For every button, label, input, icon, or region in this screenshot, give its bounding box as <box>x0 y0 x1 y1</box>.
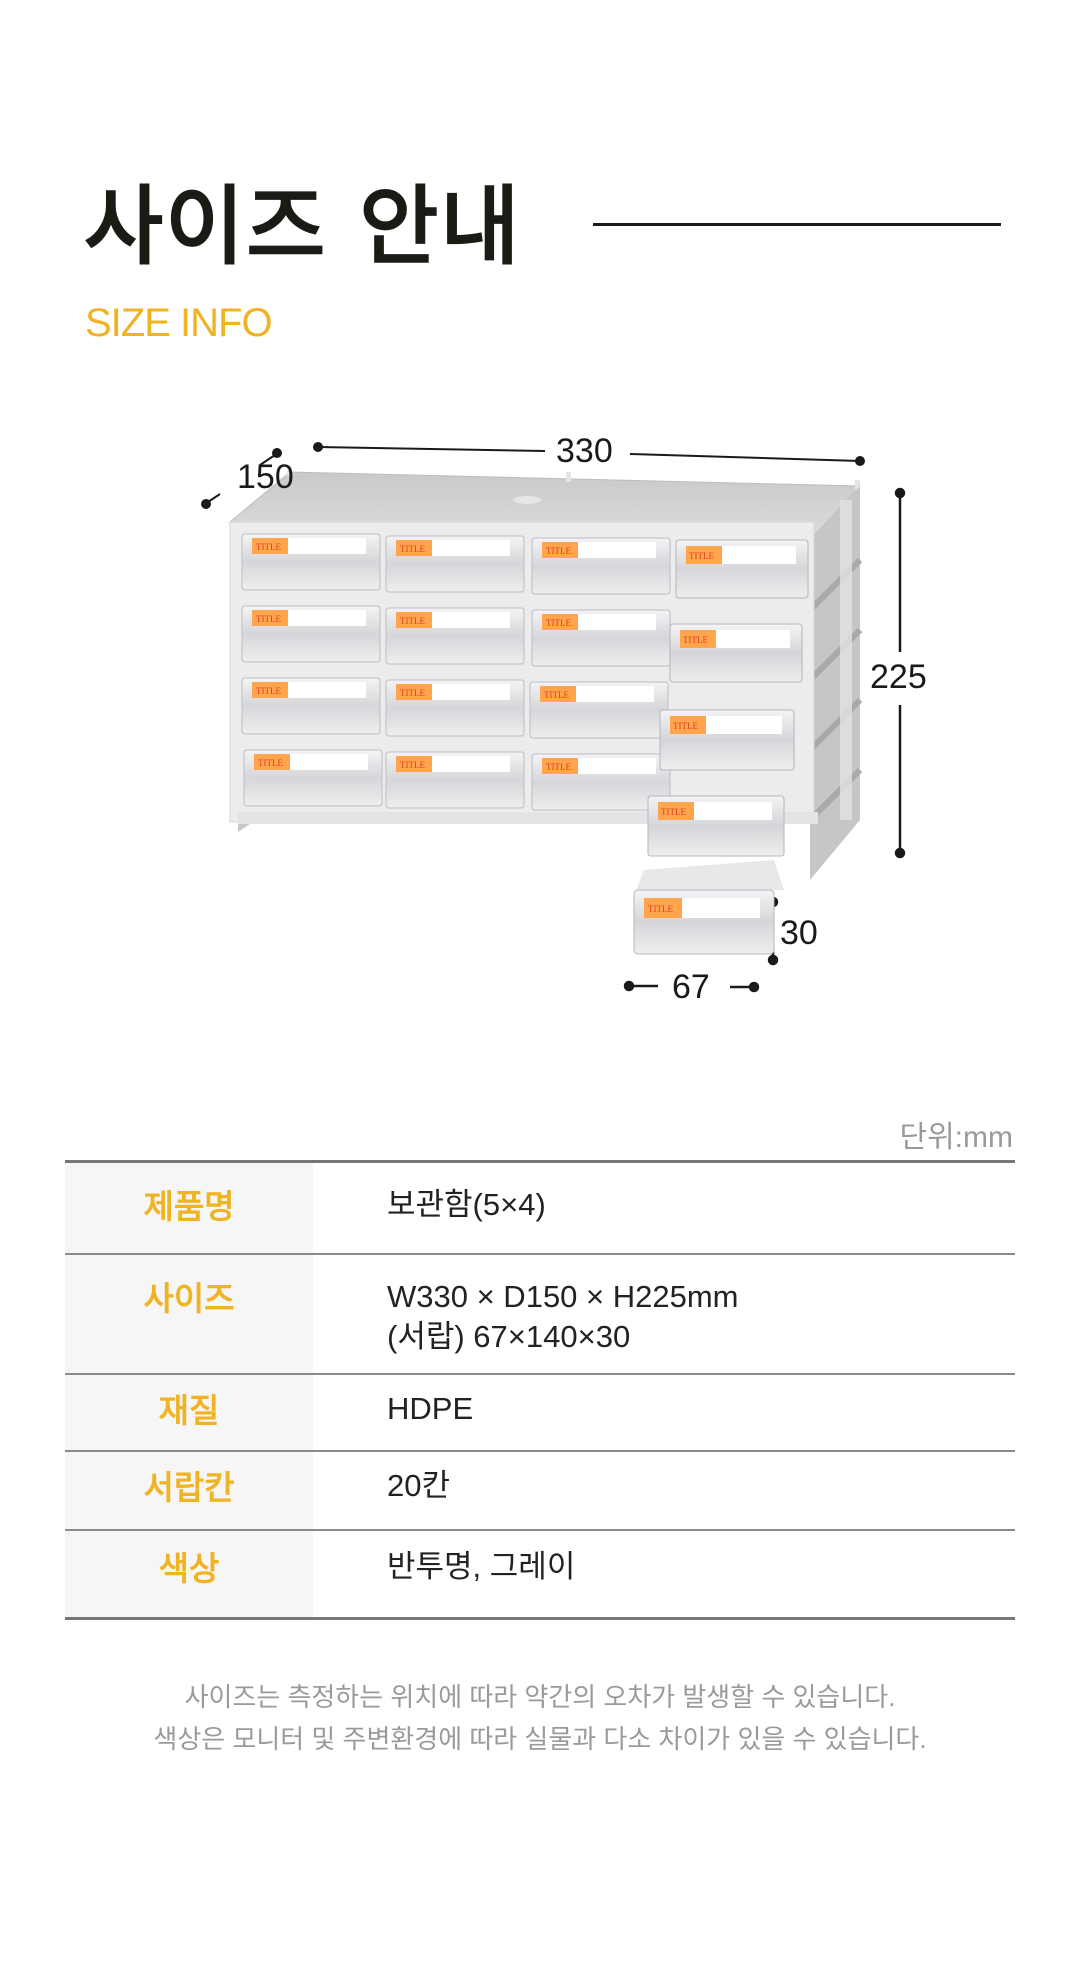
spec-label: 서랍칸 <box>65 1452 313 1529</box>
spec-label: 제품명 <box>65 1163 313 1253</box>
svg-text:TITLE: TITLE <box>400 688 425 698</box>
spec-table: 제품명 보관함(5×4) 사이즈 W330 × D150 × H225mm (서… <box>65 1160 1015 1620</box>
spec-value-line: 20칸 <box>387 1468 451 1503</box>
page-title: 사이즈 안내 <box>84 177 522 277</box>
svg-text:TITLE: TITLE <box>648 904 673 914</box>
pulled-drawers: TITLE TITLE TITLE TITLE TITLE <box>633 539 809 955</box>
svg-text:TITLE: TITLE <box>400 544 425 554</box>
spec-value-line: 반투명, 그레이 <box>387 1549 576 1584</box>
spec-row-drawer-count: 서랍칸 20칸 <box>65 1450 1015 1529</box>
depth-label: 150 <box>237 458 294 496</box>
svg-text:TITLE: TITLE <box>544 690 569 700</box>
spec-row-size: 사이즈 W330 × D150 × H225mm (서랍) 67×140×30 <box>65 1253 1015 1373</box>
svg-text:TITLE: TITLE <box>673 721 698 731</box>
svg-text:TITLE: TITLE <box>683 635 708 645</box>
title-divider <box>593 223 1001 226</box>
svg-text:TITLE: TITLE <box>258 758 283 768</box>
drawer-height-label: 30 <box>780 914 818 952</box>
svg-text:TITLE: TITLE <box>661 807 686 817</box>
spec-value: 20칸 <box>313 1452 1015 1529</box>
drawer-width-dimension <box>623 980 760 993</box>
spec-label: 색상 <box>65 1531 313 1617</box>
spec-value: W330 × D150 × H225mm (서랍) 67×140×30 <box>313 1255 1015 1373</box>
footnote-line: 사이즈는 측정하는 위치에 따라 약간의 오차가 발생할 수 있습니다. <box>184 1682 896 1712</box>
svg-text:TITLE: TITLE <box>689 551 714 561</box>
depth-dimension <box>201 448 282 509</box>
spec-value: 보관함(5×4) <box>313 1163 1015 1253</box>
width-dimension <box>313 442 865 466</box>
spec-row-material: 재질 HDPE <box>65 1373 1015 1450</box>
svg-text:TITLE: TITLE <box>400 760 425 770</box>
spec-value-line: W330 × D150 × H225mm <box>387 1279 739 1314</box>
spec-label: 재질 <box>65 1375 313 1450</box>
spec-label: 사이즈 <box>65 1255 313 1373</box>
spec-row-color: 색상 반투명, 그레이 <box>65 1529 1015 1617</box>
height-dimension <box>894 487 906 859</box>
width-label: 330 <box>556 432 613 470</box>
svg-text:TITLE: TITLE <box>546 618 571 628</box>
drawer-grid: TITLE TITLE TITLE TITLE TITLE TITLE TITL… <box>241 533 671 811</box>
cabinet-drawing: TITLE TITLE TITLE TITLE TITLE TITLE TITL… <box>201 442 906 993</box>
drawer-width-label: 67 <box>672 968 710 1006</box>
product-illustration: TITLE TITLE TITLE TITLE TITLE TITLE TITL… <box>190 420 950 1040</box>
svg-text:TITLE: TITLE <box>546 546 571 556</box>
spec-row-product-name: 제품명 보관함(5×4) <box>65 1163 1015 1253</box>
unit-note: 단위:mm <box>899 1121 1013 1154</box>
footnote-line: 색상은 모니터 및 주변환경에 따라 실물과 다소 차이가 있을 수 있습니다. <box>153 1724 927 1754</box>
height-label: 225 <box>870 658 927 696</box>
svg-text:TITLE: TITLE <box>256 686 281 696</box>
spec-value-line: HDPE <box>387 1391 474 1426</box>
svg-text:TITLE: TITLE <box>400 616 425 626</box>
spec-value: 반투명, 그레이 <box>313 1531 1015 1617</box>
page-subtitle: SIZE INFO <box>85 301 273 345</box>
svg-text:TITLE: TITLE <box>256 614 281 624</box>
footnote: 사이즈는 측정하는 위치에 따라 약간의 오차가 발생할 수 있습니다. 색상은… <box>0 1676 1080 1760</box>
svg-text:TITLE: TITLE <box>546 762 571 772</box>
spec-value: HDPE <box>313 1375 1015 1450</box>
svg-text:TITLE: TITLE <box>256 542 281 552</box>
spec-value-line: 보관함(5×4) <box>387 1187 546 1222</box>
spec-value-line: (서랍) 67×140×30 <box>387 1319 631 1354</box>
